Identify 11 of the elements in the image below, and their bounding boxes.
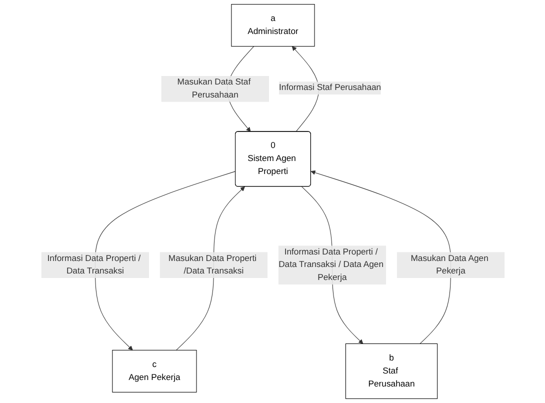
node-box: a Administrator	[230, 4, 314, 47]
edge-label: Informasi Staf Perusahaan	[278, 83, 381, 92]
edge-label: Masukan Data Properti /Data Transaksi	[168, 254, 256, 276]
node-box: c Agen Pekerja	[112, 350, 196, 392]
edge-label: Informasi Data Properti / Data Transaksi / Data Agen Pekerja	[278, 247, 384, 282]
edge-label: Masukan Data Staf Perusahaan	[176, 78, 250, 100]
edge-label: Masukan Data Agen Pekerja	[410, 254, 488, 276]
arrow	[310, 170, 451, 344]
node-box: b Staf Perusahaan	[344, 343, 438, 399]
arrow	[94, 171, 236, 350]
edge-label: Informasi Data Properti / Data Transaksi	[46, 254, 140, 276]
